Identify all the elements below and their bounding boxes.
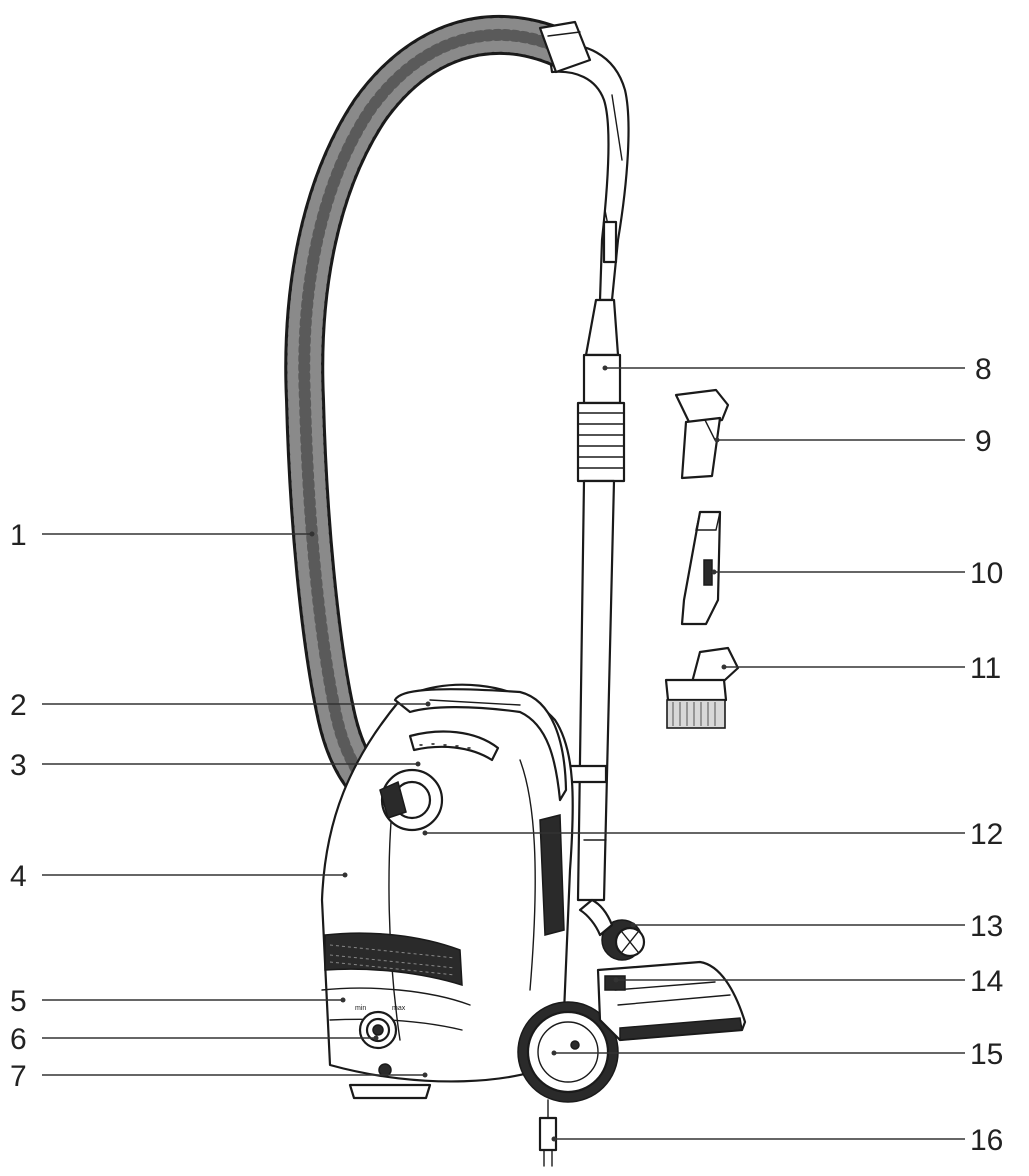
label-7: 7 bbox=[10, 1060, 27, 1093]
label-16: 16 bbox=[970, 1124, 1003, 1157]
power-plug bbox=[538, 1099, 558, 1167]
label-1: 1 bbox=[10, 519, 27, 552]
label-10: 10 bbox=[970, 557, 1003, 590]
accessory-crevice-tool bbox=[680, 510, 722, 626]
label-9: 9 bbox=[975, 425, 992, 458]
label-12: 12 bbox=[970, 818, 1003, 851]
tube-ribs bbox=[577, 412, 625, 469]
carrying-handle bbox=[393, 688, 568, 802]
accessory-dusting-brush bbox=[664, 646, 740, 729]
vacuum-body: min max bbox=[320, 683, 574, 1100]
suction-hose bbox=[284, 14, 592, 825]
label-4: 4 bbox=[10, 860, 27, 893]
bag-full-indicator bbox=[408, 730, 500, 762]
label-13: 13 bbox=[970, 910, 1003, 943]
part-labels: 1 2 3 4 5 6 7 8 9 10 11 12 13 14 15 16 bbox=[10, 353, 1003, 1157]
indicator-ticks bbox=[419, 743, 471, 749]
label-11: 11 bbox=[970, 652, 1001, 685]
power-knob: min max bbox=[355, 1005, 406, 1050]
telescopic-tube bbox=[546, 43, 630, 902]
svg-text:max: max bbox=[392, 1005, 406, 1012]
accessory-upholstery-nozzle bbox=[674, 388, 730, 480]
label-15: 15 bbox=[970, 1038, 1003, 1071]
label-14: 14 bbox=[970, 965, 1003, 998]
exhaust-grille bbox=[324, 932, 463, 987]
label-6: 6 bbox=[10, 1023, 27, 1056]
cord-rewind-button bbox=[378, 1063, 392, 1077]
floor-nozzle bbox=[578, 898, 747, 1042]
label-3: 3 bbox=[10, 749, 27, 782]
label-8: 8 bbox=[975, 353, 992, 386]
label-5: 5 bbox=[10, 985, 27, 1018]
svg-text:min: min bbox=[355, 1005, 366, 1012]
leader-lines bbox=[42, 365, 965, 1142]
label-2: 2 bbox=[10, 689, 27, 722]
rear-wheel bbox=[517, 1001, 619, 1103]
